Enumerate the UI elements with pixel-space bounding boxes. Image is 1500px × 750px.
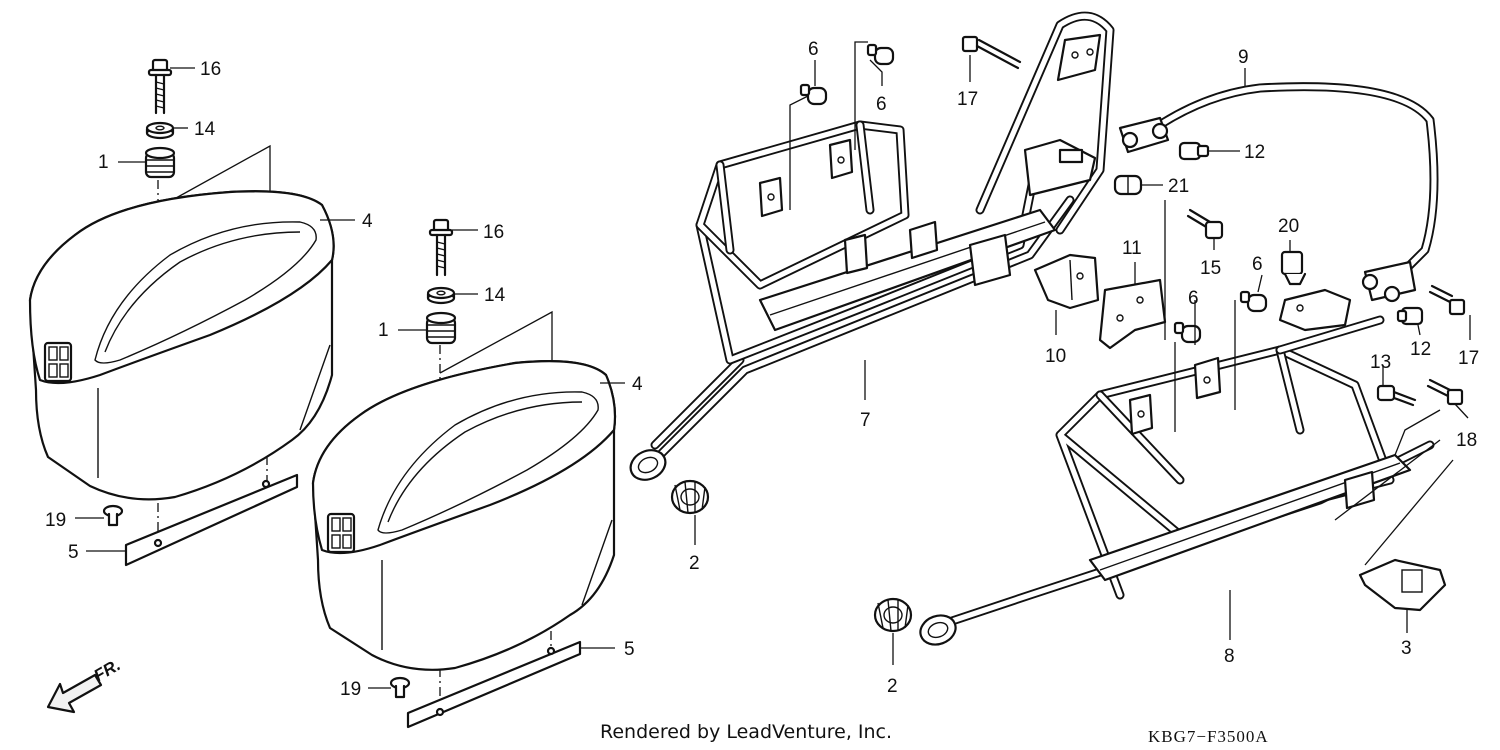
callout-11: 11 <box>1122 238 1142 259</box>
plate-5-left <box>124 473 299 567</box>
grommet-1-center <box>425 311 457 345</box>
bolt-13 <box>1376 384 1417 407</box>
callout-10: 10 <box>1045 346 1066 367</box>
callout-numbers: 16 14 1 4 19 5 16 14 1 4 5 19 2 2 6 6 17… <box>45 39 1479 700</box>
bolt-17-upper <box>961 35 1022 70</box>
callout-13: 13 <box>1370 352 1391 373</box>
bolt-18 <box>1426 378 1464 406</box>
callout-17: 17 <box>1458 348 1479 369</box>
bracket-10 <box>1033 253 1100 310</box>
callout-14: 14 <box>484 285 506 306</box>
bolt-16-left <box>147 58 173 115</box>
diagram-code: KBG7−F3500A <box>1148 727 1269 746</box>
bolt-16-center <box>428 218 454 277</box>
bolt-15 <box>1186 208 1224 240</box>
grab-bar-9 <box>1118 82 1439 303</box>
cap-6-c <box>1239 290 1268 313</box>
cap-6-d <box>1173 321 1202 344</box>
washer-14-left <box>145 121 175 140</box>
callout-6: 6 <box>876 94 887 115</box>
callout-4: 4 <box>362 211 373 232</box>
callout-5: 5 <box>624 639 635 660</box>
leader-lines <box>75 41 1471 689</box>
rack-frame-8 <box>919 288 1435 646</box>
rack-frame-7 <box>629 11 1115 481</box>
rendered-by-credit: Rendered by LeadVenture, Inc. <box>600 721 892 743</box>
callout-18: 18 <box>1456 430 1477 451</box>
bolt-12-upper <box>1178 141 1210 161</box>
grommet-2-upper <box>670 479 710 515</box>
callout-6: 6 <box>808 39 819 60</box>
plate-5-center <box>406 640 582 729</box>
callout-12: 12 <box>1244 142 1265 163</box>
callout-12: 12 <box>1410 339 1431 360</box>
callout-1: 1 <box>98 152 109 173</box>
callout-16: 16 <box>200 59 221 80</box>
saddlebag-4-left <box>28 190 335 501</box>
callout-21: 21 <box>1168 176 1189 197</box>
callout-14: 14 <box>194 119 216 140</box>
bolt-19-center <box>389 676 411 699</box>
cap-6-b <box>866 43 895 66</box>
bolt-17-lower <box>1428 284 1466 316</box>
callout-6: 6 <box>1252 254 1263 275</box>
bracket-3 <box>1358 558 1447 612</box>
washer-14-center <box>426 286 456 305</box>
grommet-1-left <box>144 146 176 179</box>
callout-17: 17 <box>957 89 978 110</box>
right-saddlebag-group <box>311 218 617 729</box>
callout-9: 9 <box>1238 47 1249 68</box>
left-saddlebag-group <box>28 58 335 567</box>
callout-6: 6 <box>1188 288 1199 309</box>
callout-7: 7 <box>860 410 871 431</box>
callout-3: 3 <box>1401 638 1412 659</box>
bolt-12-lower <box>1396 306 1424 326</box>
callout-16: 16 <box>483 222 504 243</box>
callout-8: 8 <box>1224 646 1235 667</box>
callout-19: 19 <box>45 510 66 531</box>
saddlebag-4-center <box>311 360 617 671</box>
callout-15: 15 <box>1200 258 1221 279</box>
front-direction-arrow: FR. <box>46 655 124 714</box>
grommet-2-lower <box>873 597 913 633</box>
callout-1: 1 <box>378 320 389 341</box>
callout-19: 19 <box>340 679 361 700</box>
callout-2: 2 <box>689 553 700 574</box>
callout-2: 2 <box>887 676 898 697</box>
bolt-19-left <box>102 504 124 527</box>
callout-4: 4 <box>632 374 643 395</box>
callout-5: 5 <box>68 542 79 563</box>
bracket-11 <box>1098 278 1167 350</box>
callout-20: 20 <box>1278 216 1299 237</box>
clip-20 <box>1280 250 1307 286</box>
cap-6-a <box>799 83 828 106</box>
clip-21 <box>1113 174 1143 196</box>
